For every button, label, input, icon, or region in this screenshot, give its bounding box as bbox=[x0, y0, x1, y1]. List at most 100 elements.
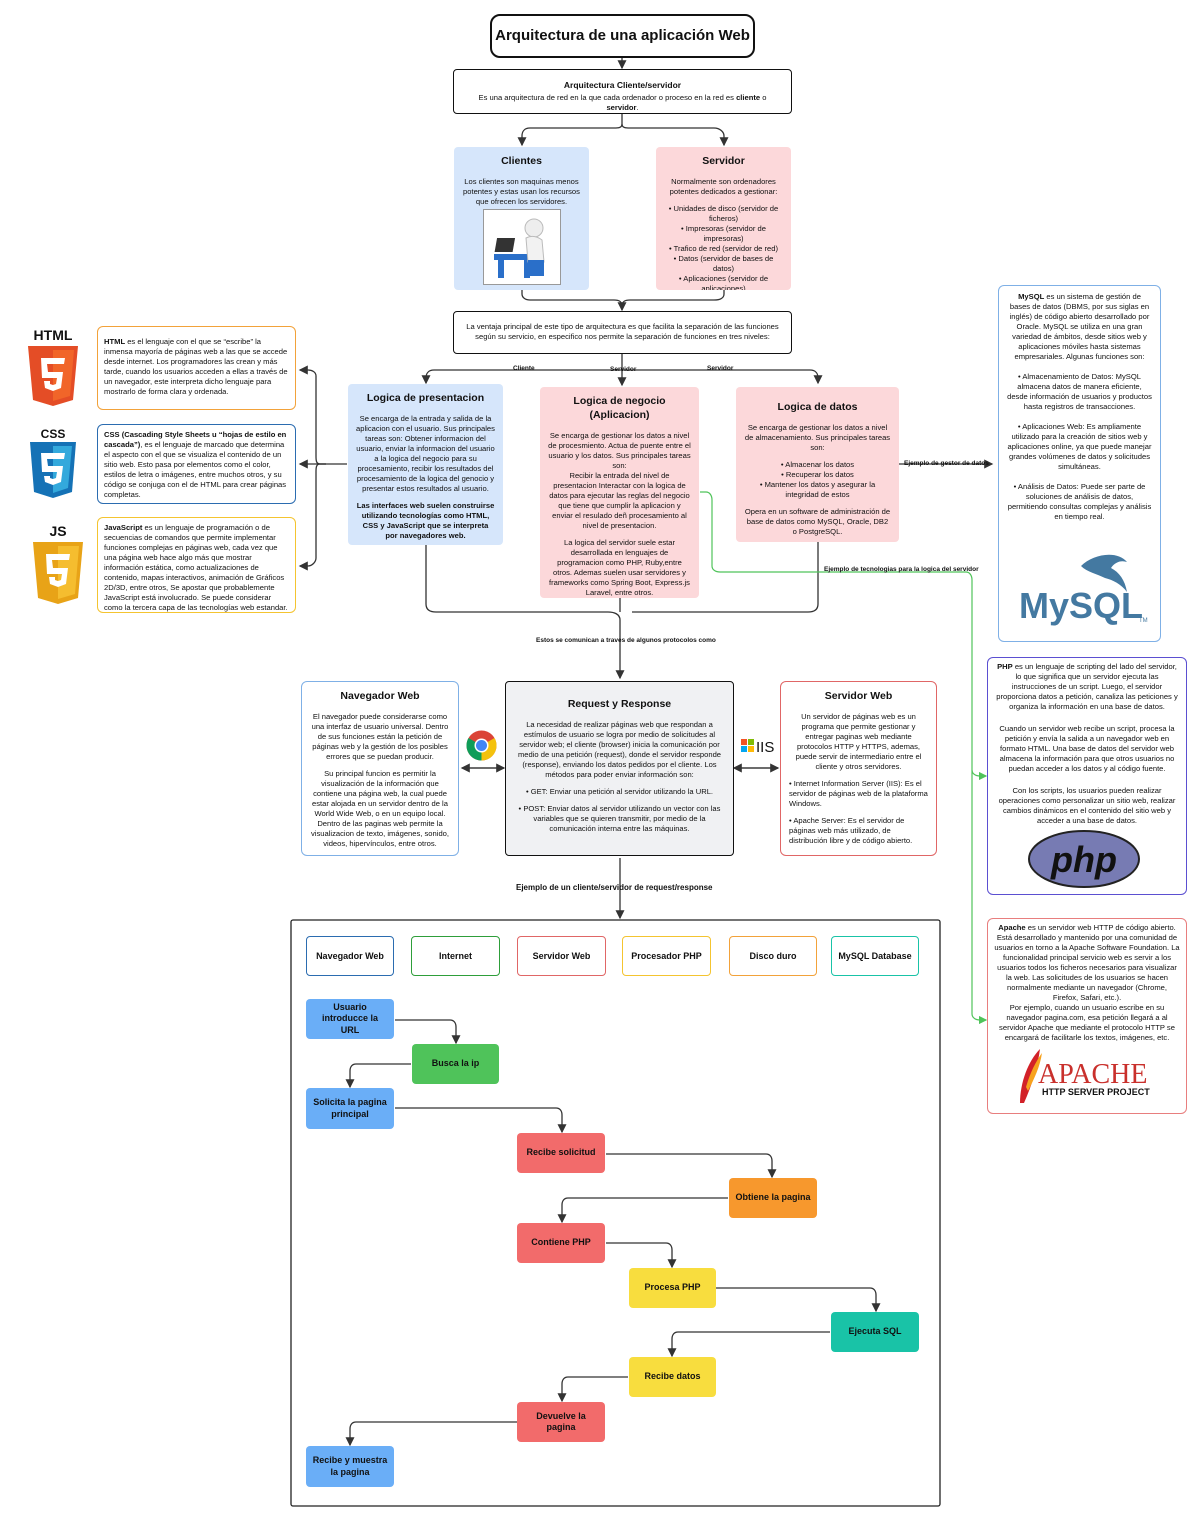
html-text: es el lenguaje con el que se “escribe” l… bbox=[104, 337, 288, 397]
navegador-heading: Navegador Web bbox=[340, 690, 420, 702]
arrow-label-servidor: Servidor bbox=[610, 366, 637, 373]
js-description-box: JavaScript es un lenguaje de programació… bbox=[97, 517, 296, 613]
mysql-item: • Almacenamiento de Datos: MySQL almacen… bbox=[1007, 372, 1152, 412]
step-recibe-datos: Recibe datos bbox=[629, 1357, 716, 1397]
css-bold: CSS (Cascading Style Sheets u “hojas de … bbox=[104, 430, 287, 450]
logica-presentacion-box: Logica de presentacion Se encarga de la … bbox=[348, 384, 503, 545]
mysql-text: es un sistema de gestión de bases de dat… bbox=[1009, 292, 1150, 362]
clientes-box: Clientes Los clientes son maquinas menos… bbox=[454, 147, 589, 290]
servidor-web-heading: Servidor Web bbox=[824, 690, 893, 702]
step-ejecuta-sql: Ejecuta SQL bbox=[831, 1312, 919, 1352]
apache-bold: Apache bbox=[998, 923, 1026, 932]
step-recibe-muestra-pagina: Recibe y muestra la pagina bbox=[306, 1446, 394, 1487]
php-bold: PHP bbox=[997, 662, 1013, 671]
cliente-servidor-text: Es una arquitectura de red en la que cad… bbox=[478, 93, 767, 113]
legend-mysql-database: MySQL Database bbox=[831, 936, 919, 976]
arrow-label-servidor: Servidor bbox=[707, 365, 734, 372]
arrow-label-tecnologias: Ejemplo de tecnologias para la logica de… bbox=[824, 566, 979, 573]
apache-logo-sub: HTTP SERVER PROJECT bbox=[1042, 1087, 1150, 1097]
datos-item: • Almacenar los datos bbox=[780, 459, 855, 469]
datos-item: • Mantener los datos y asegurar la integ… bbox=[759, 479, 876, 499]
clientes-text: Los clientes son maquinas menos potentes… bbox=[463, 176, 580, 206]
request-text: • POST: Enviar datos al servidor utiliza… bbox=[518, 803, 721, 833]
cliente-servidor-box: Arquitectura Cliente/servidor Es una arq… bbox=[453, 69, 792, 114]
servidor-item: • Unidades de disco (servidor de fichero… bbox=[668, 203, 779, 223]
php-text: es un lenguaje de scripting del lado del… bbox=[996, 662, 1178, 712]
servidor-text: Normalmente son ordenadores potentes ded… bbox=[669, 176, 778, 196]
presentacion-heading: Logica de presentacion bbox=[366, 392, 485, 404]
request-text: La necesidad de realizar páginas web que… bbox=[517, 719, 722, 779]
logica-datos-box: Logica de datos Se encarga de gestionar … bbox=[736, 387, 899, 542]
computer-user-icon bbox=[483, 209, 561, 285]
legend-navegador-web: Navegador Web bbox=[306, 936, 394, 976]
mysql-bold: MySQL bbox=[1018, 292, 1045, 301]
mysql-logo-text: MySQL bbox=[1019, 585, 1143, 626]
arrow-label-gestor: Ejemplo de gestor de datos bbox=[904, 460, 989, 467]
servidor-web-box: Servidor Web Un servidor de páginas web … bbox=[780, 681, 937, 856]
negocio-text: La logica del servidor suele estar desar… bbox=[549, 537, 690, 597]
html-logo-text: HTML bbox=[34, 327, 73, 343]
html5-logo-icon: HTML bbox=[24, 326, 82, 406]
js-logo-text: JS bbox=[49, 523, 66, 539]
chrome-icon bbox=[466, 730, 497, 761]
cliente-servidor-heading: Arquitectura Cliente/servidor bbox=[563, 80, 682, 90]
datos-heading: Logica de datos bbox=[777, 401, 858, 413]
js-bold: JavaScript bbox=[104, 523, 143, 532]
datos-text: Se encarga de gestionar los datos a nive… bbox=[744, 422, 891, 452]
navegador-text: Su principal funcion es permitir la visu… bbox=[310, 768, 450, 849]
arrow-label-ejemplo: Ejemplo de un cliente/servidor de reques… bbox=[516, 883, 713, 892]
ventaja-box: La ventaja principal de este tipo de arq… bbox=[453, 311, 792, 354]
html-description-box: HTML es el lenguaje con el que se “escri… bbox=[97, 326, 296, 410]
step-obtiene-pagina: Obtiene la pagina bbox=[729, 1178, 817, 1218]
apache-box: Apache es un servidor web HTTP de código… bbox=[987, 918, 1187, 1114]
css3-logo-icon: CSS bbox=[27, 426, 79, 498]
php-logo-text: php bbox=[1050, 839, 1117, 880]
html-bold: HTML bbox=[104, 337, 126, 346]
php-text: Con los scripts, los usuarios pueden rea… bbox=[998, 786, 1176, 826]
arrow-label-protocolos: Estos se comunican a traves de algunos p… bbox=[536, 637, 716, 644]
step-usuario-introduce-url: Usuario introducce la URL bbox=[306, 999, 394, 1039]
presentacion-text: Se encarga de la entrada y salida de la … bbox=[356, 413, 495, 493]
servidor-web-text: Un servidor de páginas web es un program… bbox=[795, 711, 922, 771]
request-response-box: Request y Response La necesidad de reali… bbox=[505, 681, 734, 856]
servidor-item: • Trafico de red (servidor de red) bbox=[668, 243, 778, 253]
servidor-web-text: • Internet Information Server (IIS): Es … bbox=[789, 778, 928, 808]
page-title: Arquitectura de una aplicación Web bbox=[490, 14, 755, 58]
presentacion-bold: Las interfaces web suelen construirse ut… bbox=[356, 500, 495, 541]
step-recibe-solicitud: Recibe solicitud bbox=[517, 1133, 605, 1173]
clientes-heading: Clientes bbox=[501, 155, 542, 167]
negocio-text: Se encarga de gestionar los datos a nive… bbox=[548, 430, 691, 470]
request-heading: Request y Response bbox=[567, 698, 672, 710]
datos-text: Opera en un software de administración d… bbox=[744, 506, 891, 536]
logica-negocio-box: Logica de negocio (Aplicacion) Se encarg… bbox=[540, 387, 699, 598]
apache-text: es un servidor web HTTP de código abiert… bbox=[994, 923, 1180, 1003]
servidor-web-text: • Apache Server: Es el servidor de págin… bbox=[789, 816, 913, 846]
step-busca-ip: Busca la ip bbox=[412, 1044, 499, 1084]
request-text: • GET: Enviar una petición al servidor u… bbox=[525, 786, 714, 796]
iis-logo-text: IIS bbox=[756, 739, 774, 755]
mysql-logo-tm: TM bbox=[1139, 618, 1148, 624]
servidor-box: Servidor Normalmente son ordenadores pot… bbox=[656, 147, 791, 290]
step-procesa-php: Procesa PHP bbox=[629, 1268, 716, 1308]
php-text: Cuando un servidor web recibe un script,… bbox=[999, 724, 1175, 774]
js-text: es un lenguaje de programación o de secu… bbox=[104, 523, 288, 613]
js-logo-icon: JS bbox=[30, 522, 86, 604]
datos-item: • Recuperar los datos bbox=[781, 469, 854, 479]
css-text: , es el lenguaje de marcado que determin… bbox=[104, 440, 287, 500]
legend-procesador-php: Procesador PHP bbox=[622, 936, 711, 976]
iis-windows-icon: IIS bbox=[740, 737, 776, 756]
css-description-box: CSS (Cascading Style Sheets u “hojas de … bbox=[97, 424, 296, 504]
servidor-item: • Aplicaciones (servidor de aplicaciones… bbox=[678, 274, 769, 290]
negocio-heading: Logica de negocio (Aplicacion) bbox=[573, 395, 666, 421]
step-contiene-php: Contiene PHP bbox=[517, 1223, 605, 1263]
apache-logo-text: APACHE bbox=[1038, 1059, 1147, 1090]
mysql-box: MySQL es un sistema de gestión de bases … bbox=[998, 285, 1161, 642]
apache-text: Por ejemplo, cuando un usuario escribe e… bbox=[999, 1003, 1175, 1043]
step-devuelve-pagina: Devuelve la pagina bbox=[517, 1402, 605, 1442]
legend-disco-duro: Disco duro bbox=[729, 936, 817, 976]
navegador-web-box: Navegador Web El navegador puede conside… bbox=[301, 681, 459, 856]
php-box: PHP es un lenguaje de scripting del lado… bbox=[987, 657, 1187, 895]
servidor-item: • Impresoras (servidor de impresoras) bbox=[681, 223, 766, 243]
navegador-text: El navegador puede considerarse como una… bbox=[311, 711, 449, 761]
